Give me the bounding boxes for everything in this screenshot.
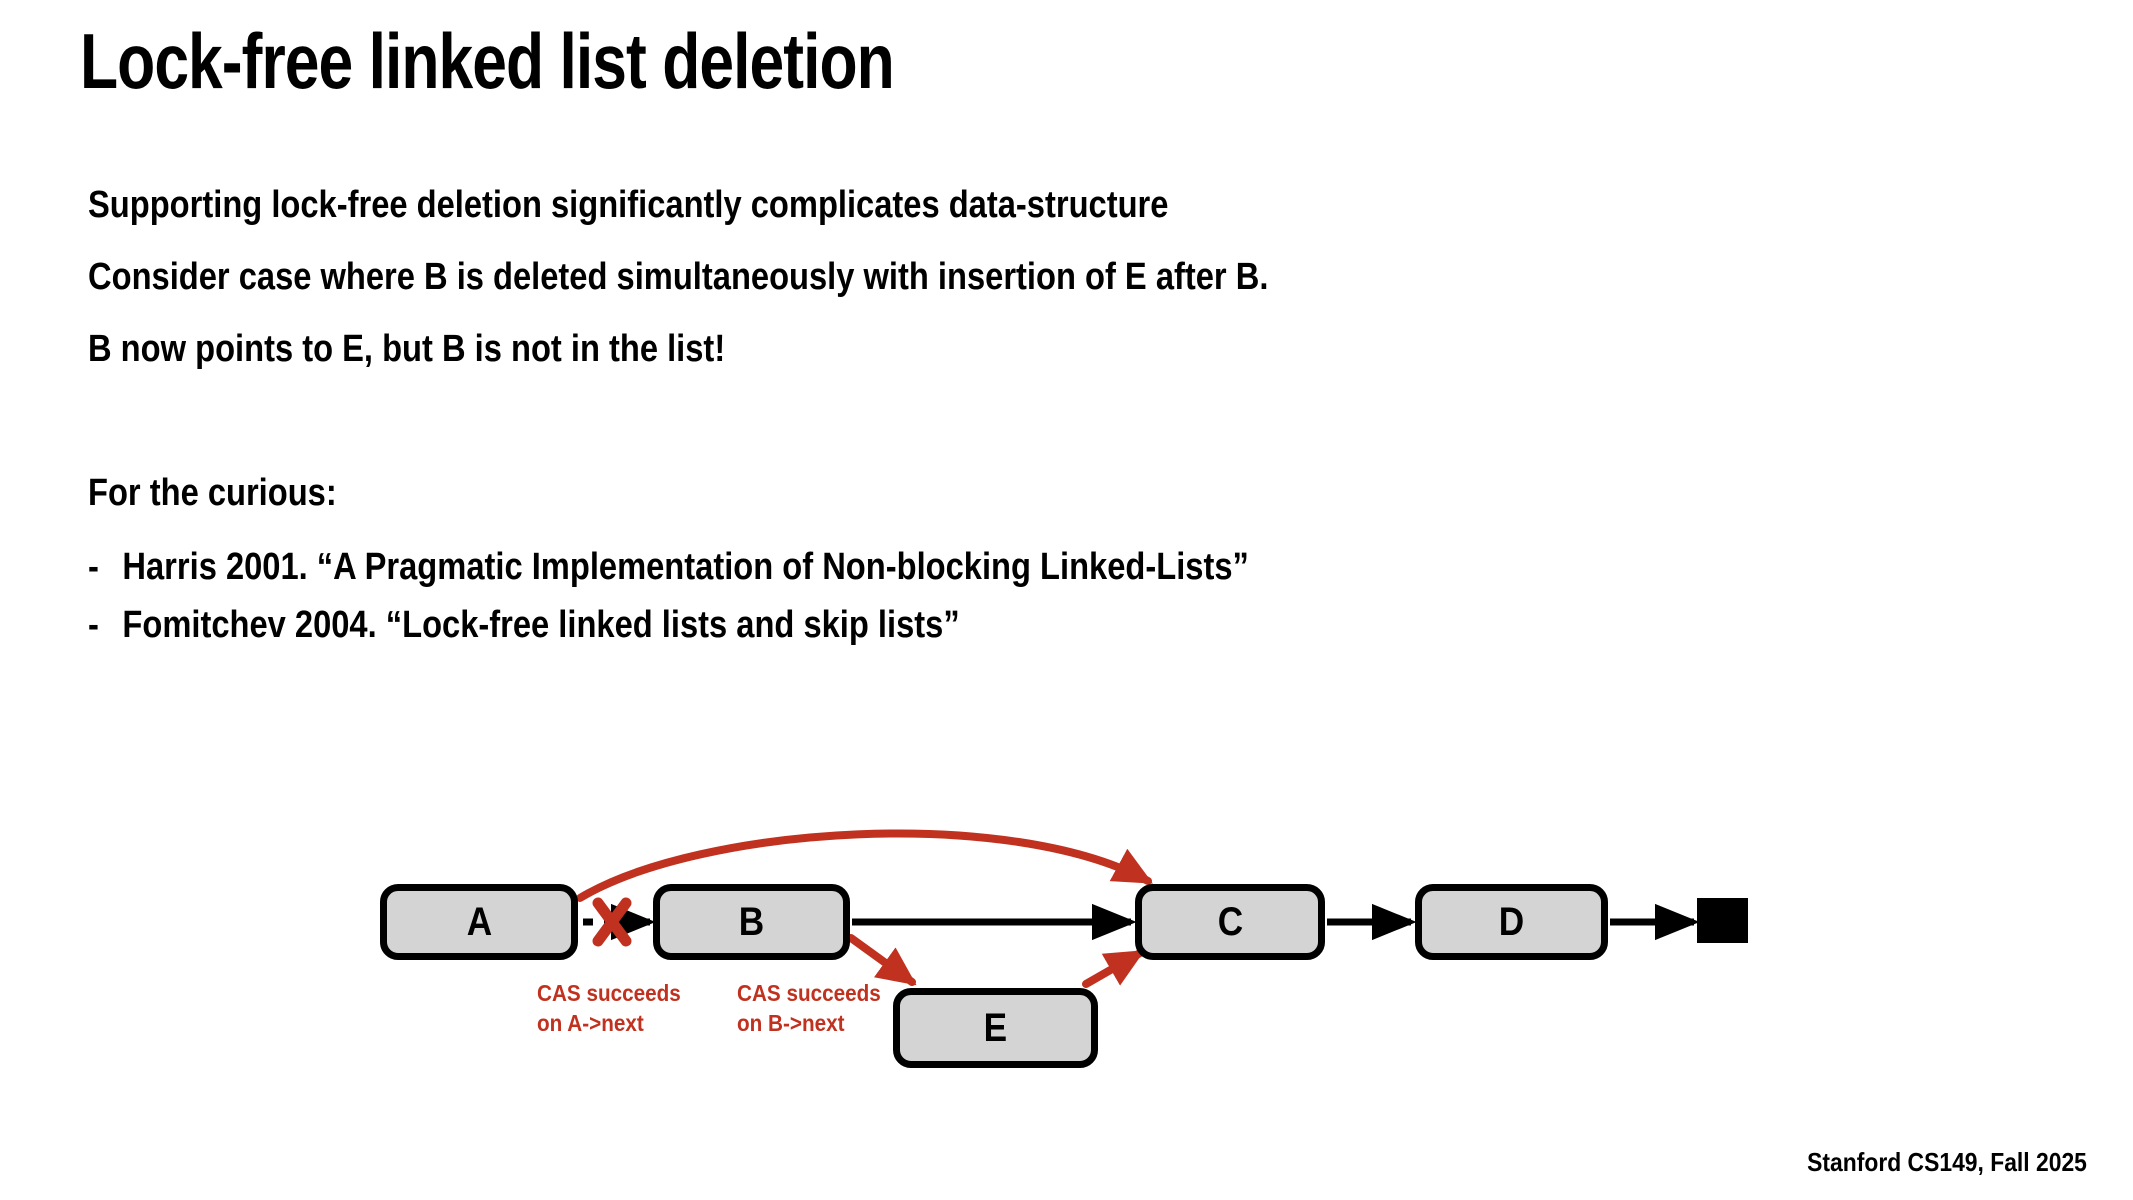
list-node-label: A: [466, 899, 492, 944]
bullet-dash-icon: -: [88, 546, 99, 588]
list-node-d[interactable]: D: [1415, 884, 1608, 960]
edge-e-to-c-red: [1082, 949, 1145, 988]
body-text-line-1: Supporting lock-free deletion significan…: [88, 184, 1169, 226]
edge-b-to-e-red: [847, 934, 917, 986]
reference-text: Harris 2001. “A Pragmatic Implementation…: [122, 546, 1249, 588]
cas-annotation-b: CAS succeeds on B->next: [737, 980, 881, 1037]
list-node-b[interactable]: B: [653, 884, 850, 960]
deleted-link-x-mark: [592, 897, 632, 947]
reference-list-item: - Fomitchev 2004. “Lock-free linked list…: [88, 606, 960, 644]
cas-annotation-a: CAS succeeds on A->next: [537, 980, 681, 1037]
bullet-dash-icon: -: [88, 604, 99, 646]
reference-list-item: - Harris 2001. “A Pragmatic Implementati…: [88, 548, 1249, 586]
list-node-label: D: [1498, 899, 1525, 944]
body-text-line-3: B now points to E, but B is not in the l…: [88, 328, 726, 370]
list-node-c[interactable]: C: [1135, 884, 1325, 960]
list-node-e[interactable]: E: [893, 988, 1098, 1068]
list-node-label: C: [1217, 899, 1243, 944]
reference-text: Fomitchev 2004. “Lock-free linked lists …: [122, 604, 960, 646]
list-node-a[interactable]: A: [380, 884, 578, 960]
body-text-line-2: Consider case where B is deleted simulta…: [88, 256, 1269, 298]
list-node-label: B: [738, 899, 765, 944]
list-node-label: E: [983, 1005, 1008, 1050]
null-terminator-square: [1697, 898, 1748, 943]
edge-a-to-c-curved-red: [576, 829, 1153, 902]
page-title: Lock-free linked list deletion: [80, 17, 895, 105]
for-the-curious-heading: For the curious:: [88, 472, 337, 514]
slide-footer: Stanford CS149, Fall 2025: [1807, 1147, 2087, 1177]
